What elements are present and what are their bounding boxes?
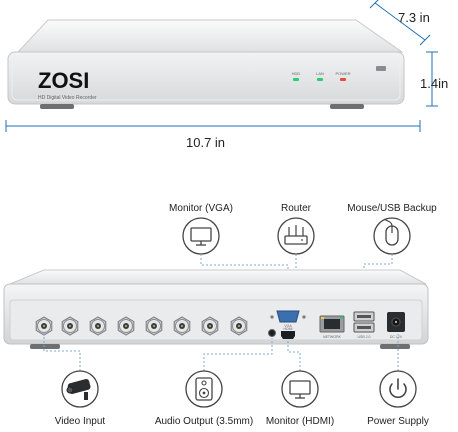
- vga-port-label: VGA: [284, 324, 292, 328]
- network-port-label: NETWORK: [323, 335, 342, 339]
- dc-port-label: DC 12V: [390, 335, 403, 339]
- bnc-connector-icon: [117, 316, 135, 336]
- height-label: 1.4in: [420, 76, 448, 91]
- bnc-connector-icon: [89, 316, 107, 336]
- audio-callout-label: Audio Output (3.5mm): [155, 416, 253, 427]
- depth-label: 7.3 in: [398, 10, 430, 25]
- ethernet-port-icon: NETWORK: [319, 315, 345, 339]
- usb-port-label: USB 2.0: [357, 335, 370, 339]
- power-callout-label: Power Supply: [367, 416, 429, 427]
- led-label-power: POWER: [335, 71, 350, 76]
- bottom-callouts: Video Input Audio Output (3.5mm) Monitor…: [43, 333, 429, 427]
- bnc-connector-icon: [61, 316, 79, 336]
- bnc-connector-icon: [35, 316, 53, 336]
- vga-callout-label: Monitor (VGA): [169, 203, 233, 214]
- led-label-hdd: HDD: [292, 71, 301, 76]
- usb-ports-icon: USB 2.0: [353, 311, 375, 339]
- dimension-lines: [5, 0, 438, 132]
- mouse-icon: [373, 217, 411, 255]
- bnc-connector-icon: [230, 316, 248, 336]
- dvr-rear-view: VGA HDMI NETWORK USB 2.0 DC 12V: [3, 269, 429, 349]
- hdmi-port-label: HDMI: [284, 327, 293, 331]
- router-icon: [277, 217, 315, 255]
- hdmi-callout-label: Monitor (HDMI): [266, 416, 334, 427]
- router-callout-label: Router: [281, 203, 312, 214]
- status-leds: HDD LAN POWER: [292, 71, 351, 81]
- model-text: HD Digital Video Recorder: [38, 95, 97, 101]
- speaker-icon: [185, 370, 223, 408]
- bnc-connector-icon: [201, 316, 219, 336]
- led-label-lan: LAN: [316, 71, 324, 76]
- dvr-front-view: ZOSI HD Digital Video Recorder HDD LAN P…: [7, 19, 405, 109]
- bnc-connector-icon: [173, 316, 191, 336]
- width-label: 10.7 in: [186, 135, 225, 150]
- hdmi-port-icon: HDMI: [281, 327, 295, 339]
- top-callouts: Monitor (VGA) Router Mouse/USB Backup: [169, 203, 437, 312]
- monitor-vga-icon: [182, 217, 220, 255]
- audio-jack-icon: [268, 329, 276, 337]
- lan-led-icon: [317, 78, 323, 81]
- vga-port-icon: VGA: [270, 310, 306, 328]
- dc-jack-icon: DC 12V: [387, 312, 405, 339]
- front-usb-icon: [376, 66, 386, 71]
- video-callout-label: Video Input: [55, 416, 106, 427]
- bnc-video-inputs: [35, 316, 248, 336]
- monitor-hdmi-icon: [281, 370, 319, 408]
- brand-logo: ZOSI: [38, 68, 89, 93]
- camera-icon: [61, 370, 99, 408]
- bnc-connector-icon: [145, 316, 163, 336]
- hdd-led-icon: [293, 78, 299, 81]
- usb-callout-label: Mouse/USB Backup: [347, 203, 437, 214]
- power-led-icon: [340, 78, 346, 81]
- power-icon: [379, 370, 417, 408]
